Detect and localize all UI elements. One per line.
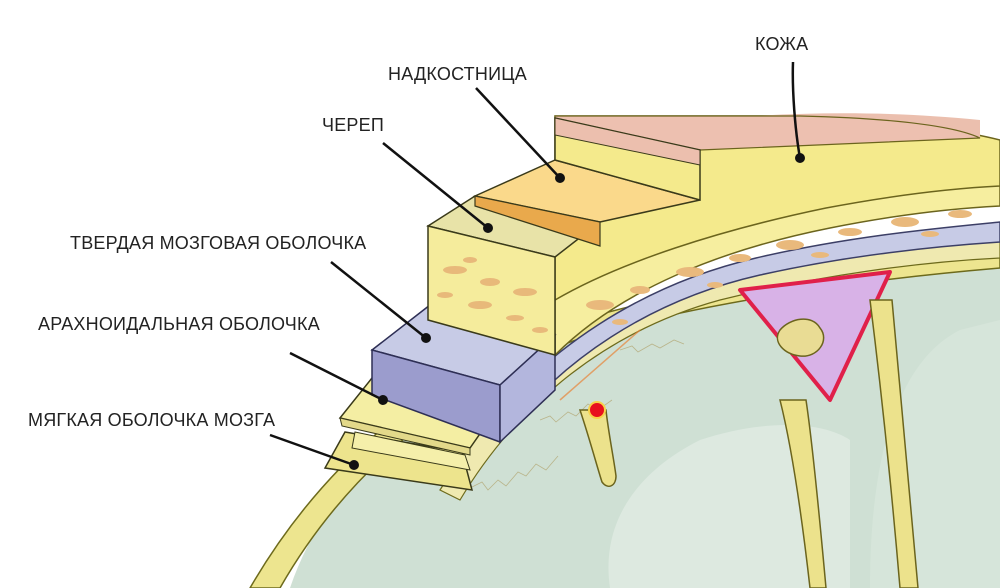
leader-periosteum — [475, 87, 561, 179]
leader-pia — [269, 433, 355, 467]
sulcus — [578, 409, 617, 487]
label-pia: МЯГКАЯ ОБОЛОЧКА МОЗГА — [28, 410, 276, 430]
leader-dura — [330, 261, 427, 339]
leader-skin — [791, 61, 802, 159]
falx-right — [869, 299, 919, 588]
leader-arachnoid — [289, 351, 384, 402]
label-skin: КОЖА — [755, 34, 809, 54]
leader-lines — [269, 61, 802, 467]
arachnoid-granulation — [776, 318, 825, 357]
label-dura: ТВЕРДАЯ МОЗГОВАЯ ОБОЛОЧКА — [70, 233, 367, 253]
skin-block — [554, 117, 701, 201]
falx-left — [779, 399, 827, 588]
blood-vessel — [588, 401, 606, 419]
label-skull: ЧЕРЕП — [322, 115, 384, 135]
label-arachnoid: АРАХНОИДАЛЬНАЯ ОБОЛОЧКА — [38, 314, 320, 334]
skull-spots — [586, 210, 972, 325]
leader-dots — [349, 153, 805, 470]
skull-block — [426, 195, 602, 356]
leader-skull — [382, 142, 489, 229]
label-periosteum: НАДКОСТНИЦА — [388, 64, 527, 84]
